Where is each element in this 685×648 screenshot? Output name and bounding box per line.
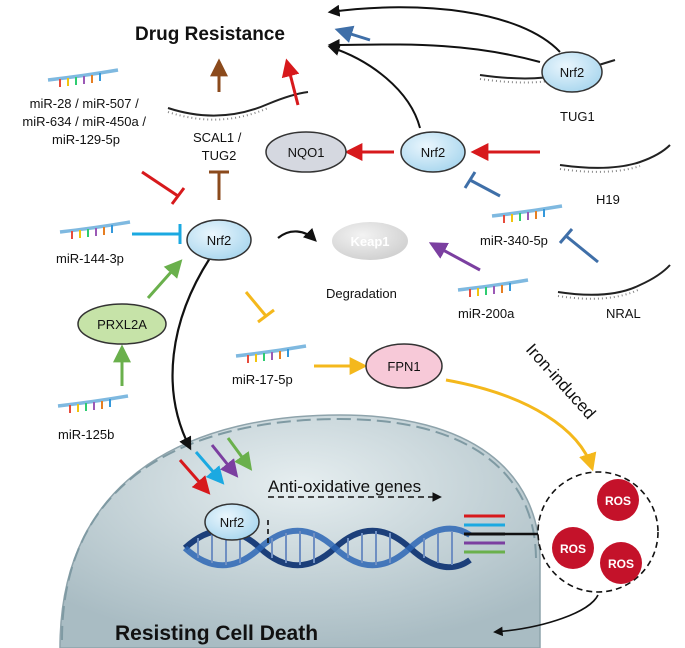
inhibit-mirgroup-nrf2 bbox=[141, 170, 186, 205]
nqo1-label: NQO1 bbox=[288, 145, 325, 160]
tug1-label: TUG1 bbox=[560, 109, 595, 124]
ros-to-cell-death-arrow bbox=[493, 594, 599, 637]
arrow-mir200a-to-keap1 bbox=[428, 242, 481, 272]
ros-label-3: ROS bbox=[608, 557, 634, 571]
degradation-label: Degradation bbox=[326, 286, 397, 301]
nral-label: NRAL bbox=[606, 306, 641, 321]
resisting-cell-death-title: Resisting Cell Death bbox=[115, 622, 318, 645]
gene-product-lines bbox=[464, 514, 505, 554]
mirna-group-line-1: miR-28 / miR-507 / bbox=[30, 96, 139, 111]
arrow-nrf2-to-drug-resistance-2 bbox=[327, 38, 541, 63]
nrf2-mid-label: Nrf2 bbox=[421, 145, 446, 160]
nqo1-node: NQO1 bbox=[265, 131, 347, 173]
mirna-strand-icon bbox=[57, 394, 129, 413]
scal1-tug2-label: SCAL1 / TUG2 bbox=[193, 130, 245, 163]
arrow-nrf2-to-keap1 bbox=[277, 227, 317, 242]
inhibit-nral-mir340 bbox=[558, 228, 599, 264]
arrow-tug1-blue bbox=[334, 25, 371, 43]
inhibit-mir340-nrf2 bbox=[463, 171, 501, 198]
keap1-label: Keap1 bbox=[350, 234, 389, 249]
mirna-group-line-2: miR-634 / miR-450a / bbox=[22, 114, 146, 129]
prxl2a-node: PRXL2A bbox=[77, 303, 167, 345]
nrf2-nucleus-label: Nrf2 bbox=[220, 515, 245, 530]
mirna-group-line-3: miR-129-5p bbox=[52, 132, 120, 147]
ros-cluster: ROS ROS ROS bbox=[537, 471, 659, 593]
scal1-line-1: SCAL1 / bbox=[193, 130, 242, 145]
ros-label-1: ROS bbox=[605, 494, 631, 508]
scal1-line-2: TUG2 bbox=[202, 148, 237, 163]
keap1-node: Keap1 bbox=[332, 222, 408, 260]
mirna-strand-icon bbox=[457, 278, 529, 297]
nrf2-top-label: Nrf2 bbox=[560, 65, 585, 80]
arrow-nrf2top-to-drug-resistance bbox=[327, 4, 561, 53]
arrow-nqo1-up bbox=[281, 58, 300, 106]
lncrna-strand-icon bbox=[557, 264, 671, 300]
fpn1-label: FPN1 bbox=[387, 359, 420, 374]
arrow-prxl2a-to-nrf2 bbox=[146, 259, 183, 299]
nrf2-mid-node: Nrf2 bbox=[400, 131, 466, 173]
arrow-nrf2mid-to-drug-resistance bbox=[327, 44, 421, 129]
mirna-strand-icon bbox=[491, 204, 563, 223]
nrf2-center-node: Nrf2 bbox=[186, 219, 252, 261]
lncrna-strand-icon bbox=[559, 144, 671, 173]
inhibit-mir144-nrf2 bbox=[132, 224, 182, 244]
mirna-strand-icon bbox=[47, 68, 119, 87]
drug-resistance-title: Drug Resistance bbox=[135, 24, 285, 45]
mir340-label: miR-340-5p bbox=[480, 233, 548, 248]
nrf2-center-label: Nrf2 bbox=[207, 233, 232, 248]
mirna-strand-icon bbox=[235, 344, 307, 363]
nrf2-top-node: Nrf2 bbox=[541, 51, 603, 93]
prxl2a-label: PRXL2A bbox=[97, 317, 147, 332]
arrow-nrf2-to-nucleus bbox=[171, 257, 211, 451]
iron-induced-label: Iron-induced bbox=[522, 340, 599, 423]
anti-oxidative-genes-label: Anti-oxidative genes bbox=[268, 477, 421, 496]
mirna-group-label: miR-28 / miR-507 / miR-634 / miR-450a / … bbox=[22, 96, 149, 147]
ros-label-2: ROS bbox=[560, 542, 586, 556]
mir125b-label: miR-125b bbox=[58, 427, 114, 442]
mir144-label: miR-144-3p bbox=[56, 251, 124, 266]
mirna-strand-icon bbox=[59, 220, 131, 239]
arrow-fpn1-to-ros bbox=[445, 378, 597, 472]
inhibit-scal1-nrf2 bbox=[209, 170, 229, 200]
mir200a-label: miR-200a bbox=[458, 306, 515, 321]
inhibit-nrf2-mir17 bbox=[244, 291, 275, 324]
nrf2-nucleus-node: Nrf2 bbox=[204, 492, 442, 546]
mir17-label: miR-17-5p bbox=[232, 372, 293, 387]
lncrna-strand-icon bbox=[167, 91, 309, 121]
fpn1-node: FPN1 bbox=[365, 343, 443, 389]
h19-label: H19 bbox=[596, 192, 620, 207]
nuclear-entry-arrows bbox=[178, 437, 253, 495]
